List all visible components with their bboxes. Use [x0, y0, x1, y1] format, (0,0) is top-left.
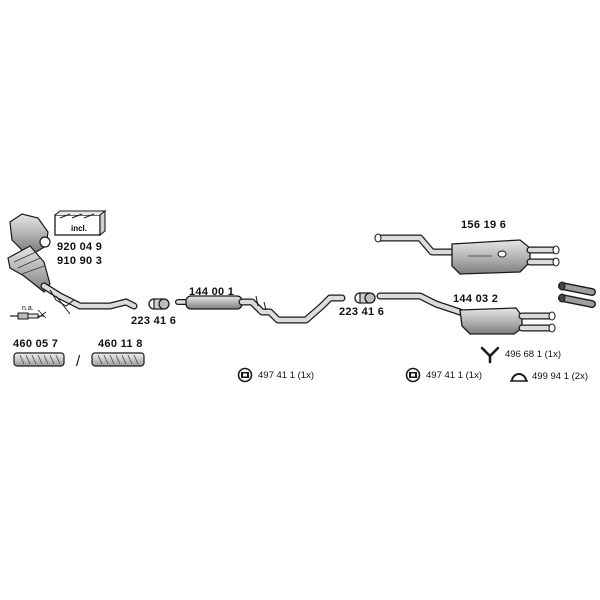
rear-silencer-top-label: 156 19 6: [461, 219, 507, 231]
clamp-left-label: 223 41 6: [131, 315, 177, 327]
catalyst-set-label-2: 910 90 3: [57, 255, 103, 267]
incl-badge: incl.: [69, 224, 90, 233]
flex-pipe-2-label: 460 11 8: [98, 338, 143, 350]
catalytic-converter: [7, 213, 51, 293]
hanger-right-label: 497 41 1 (1x): [426, 370, 482, 381]
flex-pipe-1-icon: [13, 352, 65, 367]
sensor-note-arrow: [37, 309, 47, 319]
hanger-right-icon: [405, 367, 421, 383]
tailpipe-tips-icon: [558, 281, 596, 308]
hanger-left-label: 497 41 1 (1x): [258, 370, 314, 381]
middle-silencer-label: 144 00 1: [189, 286, 235, 298]
bracket-icon: [480, 346, 500, 364]
rear-silencer-bottom-label: 144 03 2: [453, 293, 499, 305]
rear-silencer-top: [374, 233, 560, 275]
bracket-label: 496 68 1 (1x): [505, 349, 561, 360]
clamp-left-icon: [148, 298, 170, 310]
middle-silencer: [175, 294, 346, 324]
rear-silencer-bottom: [376, 292, 556, 335]
clamp-right-label: 223 41 6: [339, 306, 385, 318]
flex-pipe-separator: /: [76, 353, 81, 370]
oxygen-sensor-icon: [10, 312, 44, 320]
hanger-left-icon: [237, 367, 253, 383]
front-pipe: [40, 282, 138, 315]
ring-label: 499 94 1 (2x): [532, 371, 588, 382]
catalyst-set-label-1: 920 04 9: [57, 241, 103, 253]
ring-icon: [510, 373, 528, 382]
flex-pipe-1-label: 460 05 7: [13, 338, 59, 350]
flex-pipe-2-icon: [91, 352, 145, 367]
sensor-note-label: n.a.: [22, 305, 34, 312]
clamp-right-icon: [354, 292, 376, 304]
